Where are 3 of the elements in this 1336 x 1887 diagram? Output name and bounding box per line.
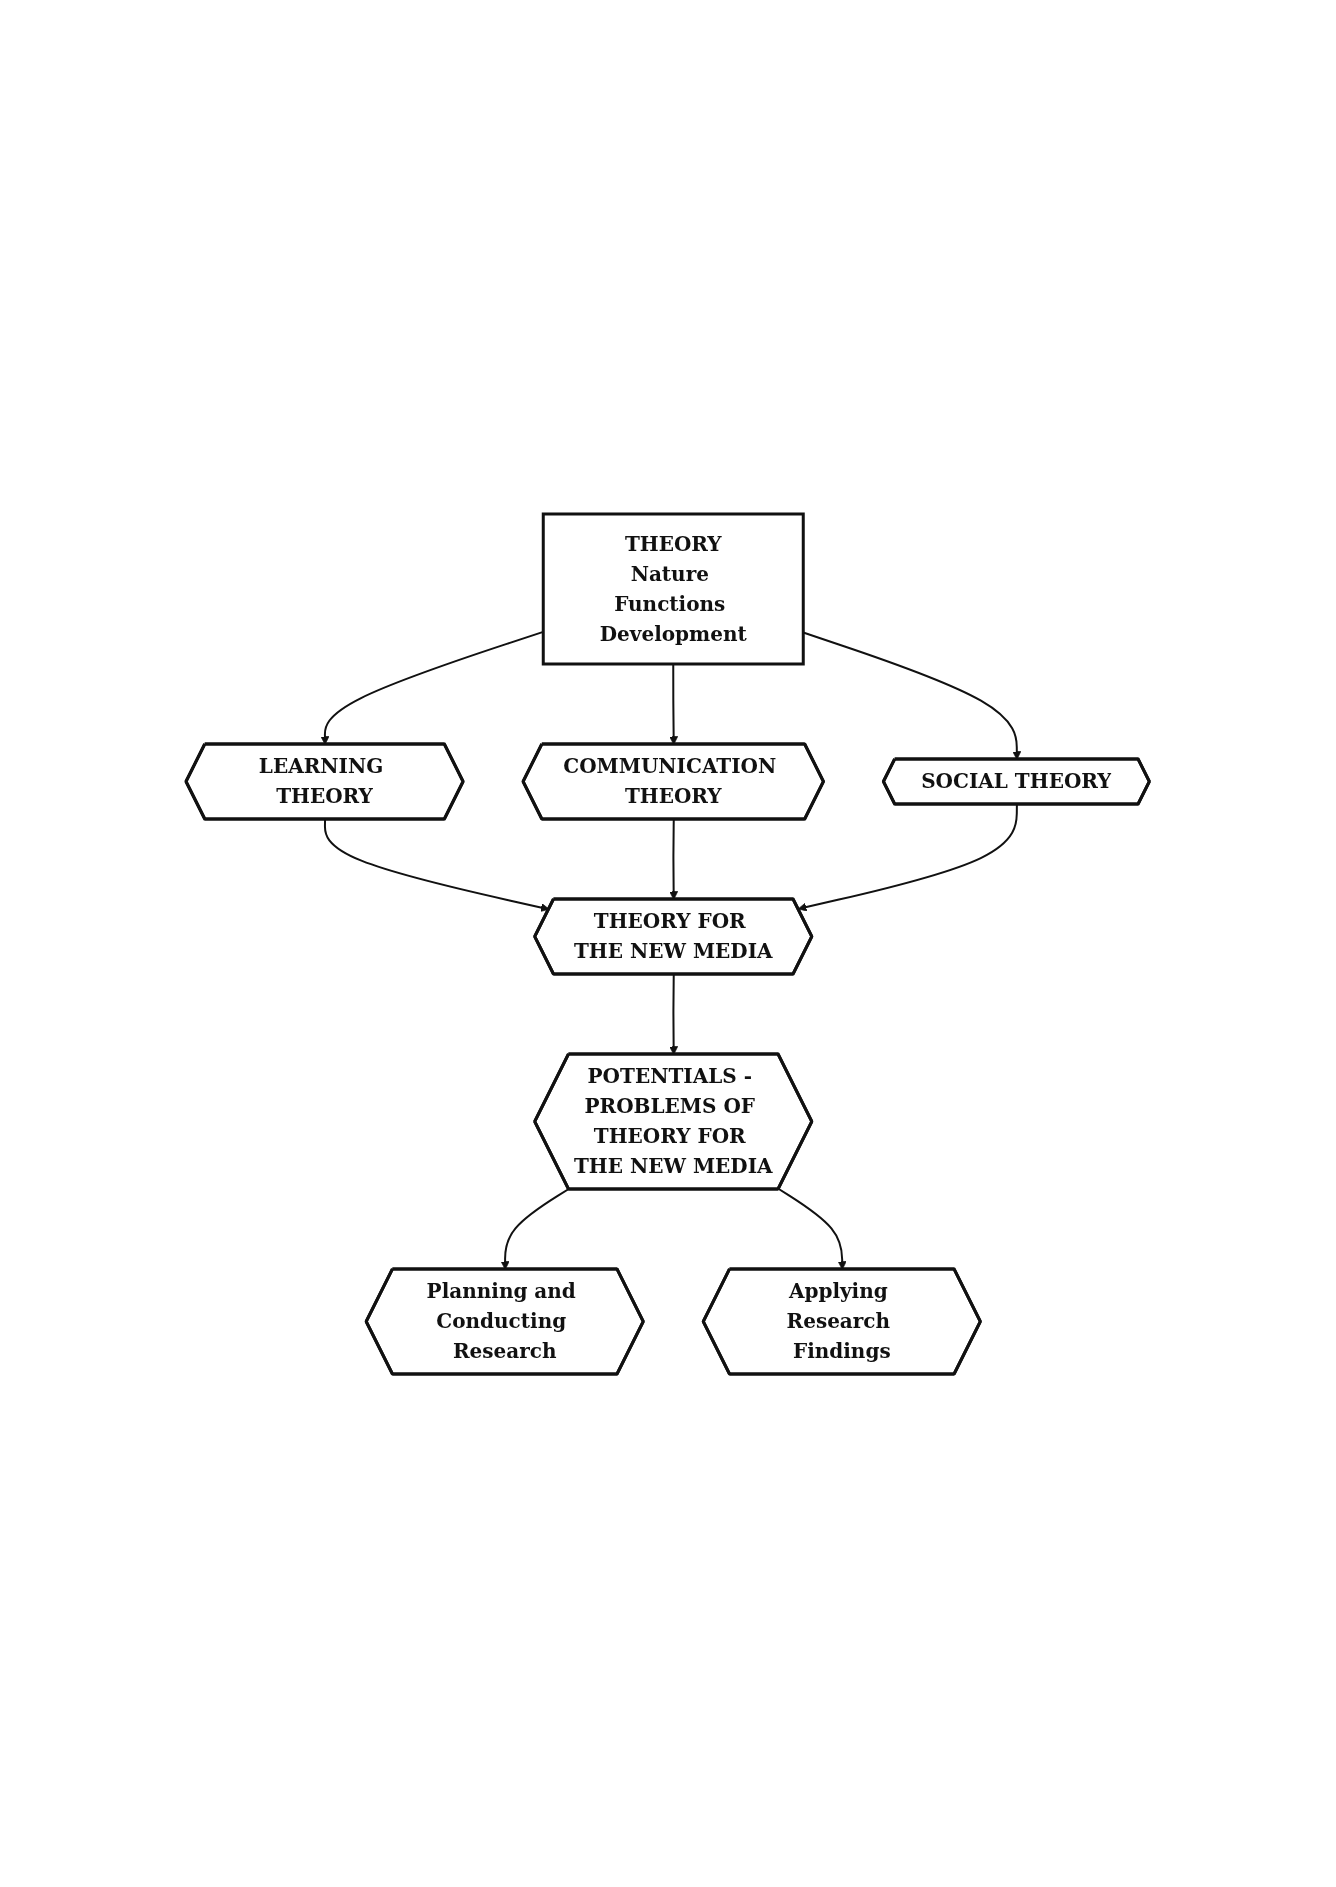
node-box: THEORY Nature Functions Development — [542, 512, 806, 665]
arrow — [324, 818, 550, 912]
arrow — [798, 803, 1019, 911]
